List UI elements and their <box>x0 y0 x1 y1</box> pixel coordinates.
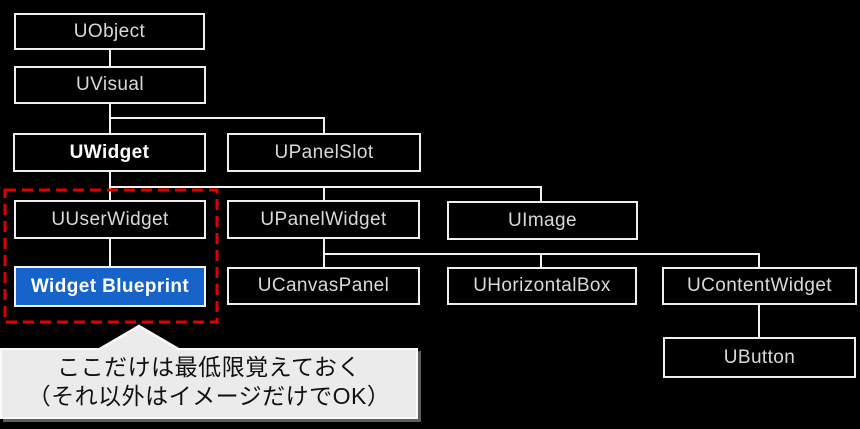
node-uobject: UObject <box>14 13 205 50</box>
node-ubutton: UButton <box>663 337 856 378</box>
node-uvisual-label: UVisual <box>76 74 144 95</box>
node-widget-blueprint-label: Widget Blueprint <box>30 275 190 297</box>
connector-branch-uimage-v <box>540 186 542 202</box>
node-uhorizontalbox: UHorizontalBox <box>447 267 637 305</box>
node-upanelslot-label: UPanelSlot <box>274 141 374 163</box>
callout-bubble: ここだけは最低限覚えておく （それ以外はイメージだけでOK） <box>0 348 418 419</box>
connector-branch-ucontentwidget-v <box>758 253 760 268</box>
connector-uuserwidget-widgetblueprint <box>109 239 111 268</box>
callout-line2: （それ以外はイメージだけでOK） <box>27 383 391 409</box>
callout-line1: ここだけは最低限覚えておく <box>57 354 361 380</box>
connector-uwidget-children-h <box>109 186 542 188</box>
node-uuserwidget: UUserWidget <box>14 200 206 239</box>
connector-ucontentwidget-ubutton <box>758 305 760 338</box>
node-uimage: UImage <box>447 201 638 240</box>
node-ucontentwidget-label: UContentWidget <box>686 275 832 296</box>
connector-branch-upanelslot-v <box>323 117 325 134</box>
connector-branch-upanelslot-h <box>109 117 325 119</box>
node-uwidget: UWidget <box>13 133 206 172</box>
node-ucanvaspanel: UCanvasPanel <box>227 267 420 305</box>
node-upanelwidget: UPanelWidget <box>227 200 420 239</box>
node-uobject-label: UObject <box>73 20 146 42</box>
connector-branch-upanelwidget-v <box>323 186 325 201</box>
node-ucanvaspanel-label: UCanvasPanel <box>257 275 390 296</box>
emphasis-dashed-outline <box>3 188 219 324</box>
node-uwidget-label: UWidget <box>69 141 150 163</box>
connector-uobject-uvisual <box>109 50 111 68</box>
node-widget-blueprint: Widget Blueprint <box>14 266 206 307</box>
node-uhorizontalbox-label: UHorizontalBox <box>473 275 611 296</box>
node-ubutton-label: UButton <box>723 346 796 368</box>
node-ucontentwidget: UContentWidget <box>662 267 857 305</box>
callout-pointer-icon <box>97 324 181 353</box>
node-uimage-label: UImage <box>508 209 577 231</box>
node-upanelwidget-label: UPanelWidget <box>260 208 387 230</box>
connector-branch-uhorizontalbox-v <box>540 253 542 268</box>
node-upanelslot: UPanelSlot <box>227 133 421 172</box>
node-uuserwidget-label: UUserWidget <box>51 208 169 230</box>
node-uvisual: UVisual <box>14 66 206 104</box>
